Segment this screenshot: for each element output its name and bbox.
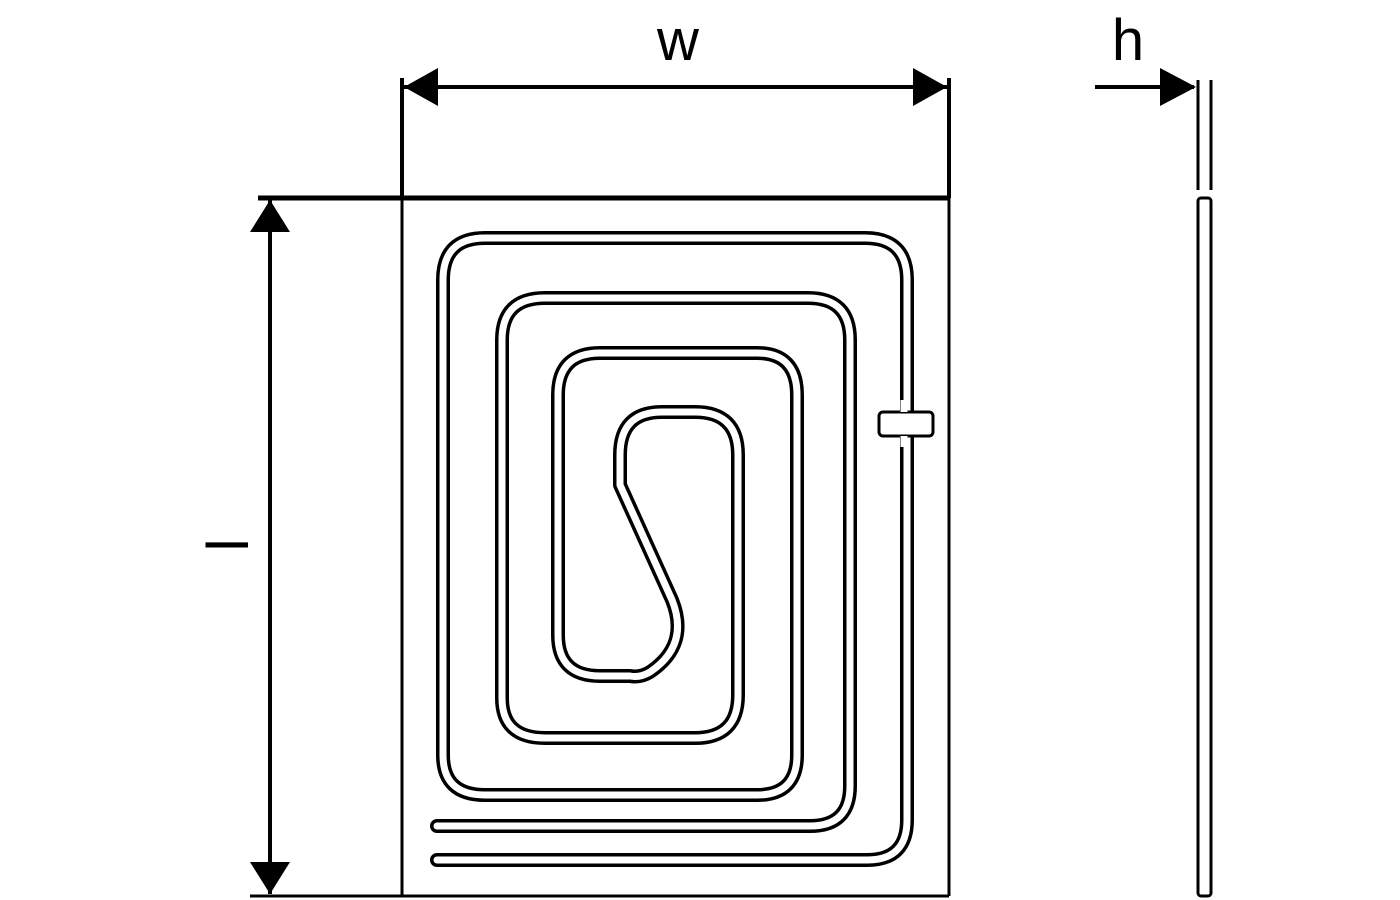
arrowhead-left (404, 68, 438, 106)
height-dimension: h (1095, 8, 1213, 898)
arrowhead-down (250, 862, 290, 894)
serpentine-tube (430, 231, 914, 867)
width-dimension: w (400, 8, 951, 198)
height-label: h (1112, 8, 1144, 73)
arrowhead-right (913, 68, 947, 106)
arrowhead-up (250, 200, 290, 232)
arrowhead-right (1160, 68, 1196, 106)
plate-outline (250, 195, 951, 898)
length-label: l (193, 539, 258, 552)
side-view-plate (1196, 196, 1213, 898)
width-label: w (656, 8, 700, 73)
length-dimension: l (193, 200, 290, 894)
sensor-tab (877, 400, 935, 447)
